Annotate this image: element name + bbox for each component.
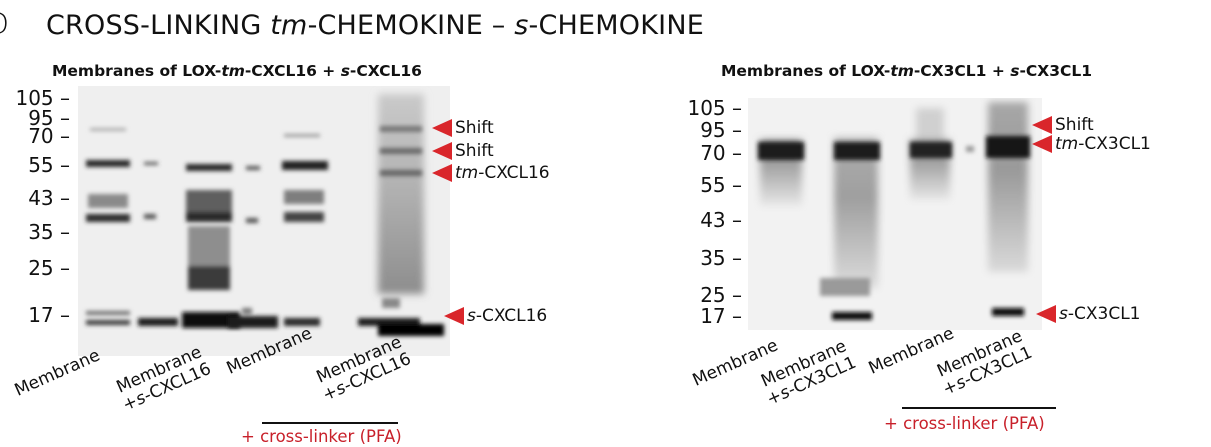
right-marker-s-cx3cl1: s-CX3CL1	[1036, 305, 1140, 323]
mw-label-55: 55 –	[700, 173, 742, 197]
title-part: -CX3CL1 +	[913, 62, 1011, 80]
marker-italic: s	[1059, 303, 1068, 324]
marker-italic: s	[467, 305, 476, 326]
red-triangle-icon	[444, 307, 464, 325]
marker-italic: tm	[1055, 133, 1079, 154]
lane-line1: Membrane	[11, 345, 104, 401]
left-lane-label-1: Membrane	[11, 345, 104, 401]
marker-text: -CX3CL1	[1067, 303, 1141, 324]
red-triangle-icon	[1036, 305, 1056, 323]
mw-label-70: 70 –	[700, 141, 742, 165]
left-marker-tm-cxcl16: tm-CXCL16	[432, 164, 550, 182]
figure-title: CROSS-LINKING tm-CHEMOKINE – s-CHEMOKINE	[46, 12, 704, 39]
marker-text: Shift	[455, 140, 494, 161]
right-marker-tm-cx3cl1: tm-CX3CL1	[1032, 135, 1151, 153]
title-part-italic: s	[514, 10, 529, 41]
panel-letter: D	[0, 10, 9, 40]
mw-label-43: 43 –	[700, 208, 742, 232]
red-triangle-icon	[1032, 135, 1052, 153]
title-part: Membranes of LOX-	[721, 62, 891, 80]
marker-text: -CXCL16	[478, 162, 550, 183]
mw-label-25: 25 –	[700, 283, 742, 307]
marker-italic: tm	[455, 162, 479, 183]
title-part: Membranes of LOX-	[52, 62, 222, 80]
mw-label-17: 17 –	[28, 303, 70, 327]
mw-label-35: 35 –	[700, 246, 742, 270]
title-part: -CXCL16 +	[244, 62, 341, 80]
mw-label-43: 43 –	[28, 186, 70, 210]
title-part: -CX3CL1	[1019, 62, 1093, 80]
left-marker-shift-1: Shift	[432, 119, 494, 137]
left-marker-shift-2: Shift	[432, 142, 494, 160]
mw-label-70: 70 –	[28, 124, 70, 148]
title-part-italic: tm	[270, 10, 308, 41]
left-crosslinker-label: + cross-linker (PFA)	[241, 427, 402, 446]
mw-label-55: 55 –	[28, 153, 70, 177]
red-triangle-icon	[1032, 116, 1052, 134]
right-western-blot-image	[748, 98, 1042, 330]
left-crosslinker-bracket-line	[262, 422, 398, 424]
left-western-blot-image	[78, 86, 450, 356]
title-part: CROSS-LINKING	[46, 10, 271, 41]
title-part: -CXCL16	[349, 62, 422, 80]
title-part-italic: s	[1010, 62, 1020, 80]
marker-text: Shift	[1055, 114, 1094, 135]
marker-text: Shift	[455, 117, 494, 138]
left-marker-s-cxcl16: s-CXCL16	[444, 307, 547, 325]
red-triangle-icon	[432, 142, 452, 160]
red-triangle-icon	[432, 119, 452, 137]
marker-text: -CX3CL1	[1078, 133, 1151, 154]
right-crosslinker-label: + cross-linker (PFA)	[884, 414, 1045, 433]
marker-text: -CXCL16	[475, 305, 548, 326]
right-crosslinker-bracket-line	[902, 407, 1056, 409]
mw-label-105: 105 –	[687, 96, 742, 120]
mw-label-17: 17 –	[700, 304, 742, 328]
red-triangle-icon	[432, 164, 452, 182]
right-marker-shift: Shift	[1032, 116, 1094, 134]
mw-label-95: 95 –	[700, 118, 742, 142]
title-part-italic: s	[340, 62, 350, 80]
mw-label-35: 35 –	[28, 220, 70, 244]
mw-label-95: 95 –	[28, 106, 70, 130]
mw-label-105: 105 –	[15, 86, 70, 110]
title-part: -CHEMOKINE	[528, 10, 704, 41]
title-part-italic: tm	[221, 62, 245, 80]
right-blot-title: Membranes of LOX-tm-CX3CL1 + s-CX3CL1	[721, 62, 1092, 80]
title-part-italic: tm	[890, 62, 914, 80]
left-blot-title: Membranes of LOX-tm-CXCL16 + s-CXCL16	[52, 62, 422, 80]
mw-label-25: 25 –	[28, 256, 70, 280]
title-part: -CHEMOKINE –	[307, 10, 515, 41]
